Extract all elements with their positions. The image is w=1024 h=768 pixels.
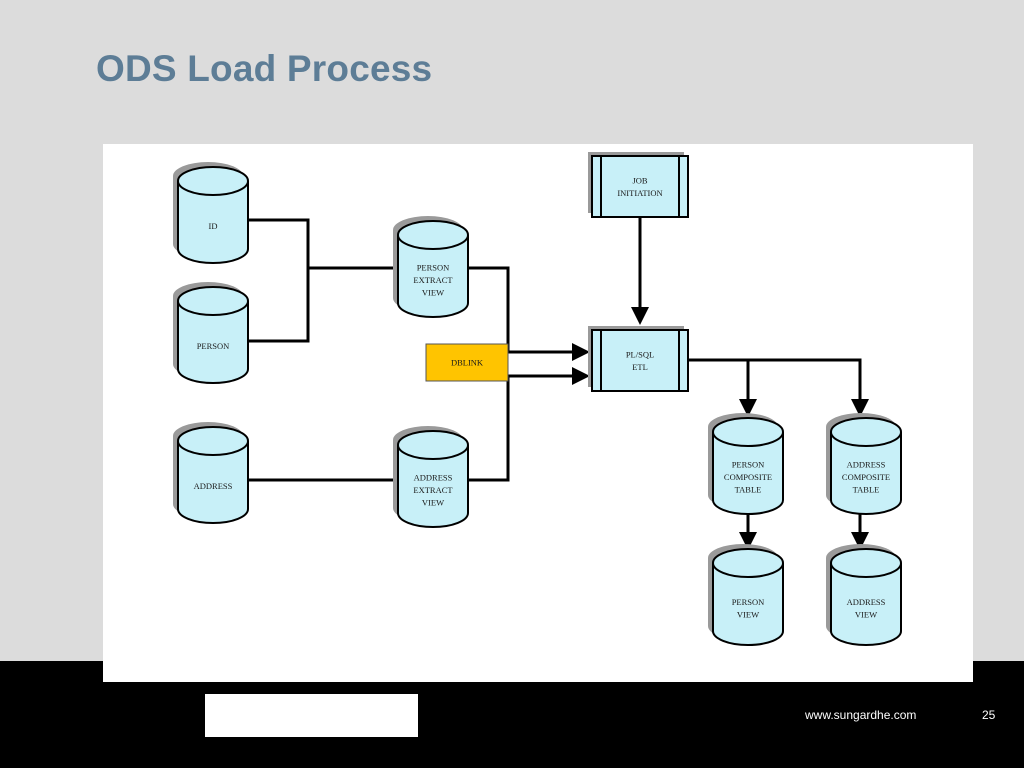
node-label: PERSON [197,341,230,351]
person-db-node: PERSON [173,282,249,384]
address-db-node: ADDRESS [173,422,249,524]
node-label: ADDRESS [847,597,886,607]
node-label: ETL [632,362,648,372]
connector-plsql-etl-to-address-composite-table [688,358,869,417]
person-view-node: PERSON VIEW [708,544,784,646]
node-label: COMPOSITE [842,472,890,482]
node-label: PERSON [732,460,765,470]
node-label: PERSON [417,263,450,273]
node-label: VIEW [422,498,444,508]
job-initiation-node: JOB INITIATION [588,152,689,218]
id-db-node: ID [173,162,249,264]
node-label: ID [209,221,218,231]
node-label: VIEW [737,609,759,619]
slide-title: ODS Load Process [96,48,433,89]
ods-load-diagram: ID PERSON ADDRESS PERSON EXTRACT VIEW ADDRESS E… [173,152,902,646]
node-label: EXTRACT [413,275,453,285]
node-label: ADDRESS [847,460,886,470]
page-number: 25 [982,708,996,722]
node-label: PL/SQL [626,349,654,359]
node-label: ADDRESS [194,481,233,491]
node-label: TABLE [853,485,880,495]
address-view-node: ADDRESS VIEW [826,544,902,646]
connector-id-db-to-person-extract-view [248,218,398,270]
footer-logo-placeholder [205,694,418,737]
node-label: VIEW [422,288,444,298]
node-label: JOB [632,175,647,185]
address-composite-table-node: ADDRESS COMPOSITE TABLE [826,413,902,515]
footer-url: www.sungardhe.com [805,708,917,722]
dblink-node: DBLINK [425,343,509,382]
connector-person-db-to-person-extract-view [248,266,398,343]
node-label: EXTRACT [413,485,453,495]
person-composite-table-node: PERSON COMPOSITE TABLE [708,413,784,515]
node-label: ADDRESS [414,473,453,483]
address-extract-view-node: ADDRESS EXTRACT VIEW [393,426,469,528]
plsql-etl-node: PL/SQL ETL [588,326,689,392]
node-label: VIEW [855,609,877,619]
node-label: TABLE [735,485,762,495]
person-extract-view-node: PERSON EXTRACT VIEW [393,216,469,318]
node-label: DBLINK [451,358,484,368]
node-label: INITIATION [617,188,662,198]
connector-address-extract-view-to-plsql-etl [468,367,590,482]
connector-person-extract-view-to-plsql-etl [468,266,590,361]
connector-plsql-etl-to-person-composite-table [688,358,757,417]
node-label: COMPOSITE [724,472,772,482]
diagram-panel: ID PERSON ADDRESS PERSON EXTRACT VIEW ADDRESS E… [103,144,973,682]
node-label: PERSON [732,597,765,607]
